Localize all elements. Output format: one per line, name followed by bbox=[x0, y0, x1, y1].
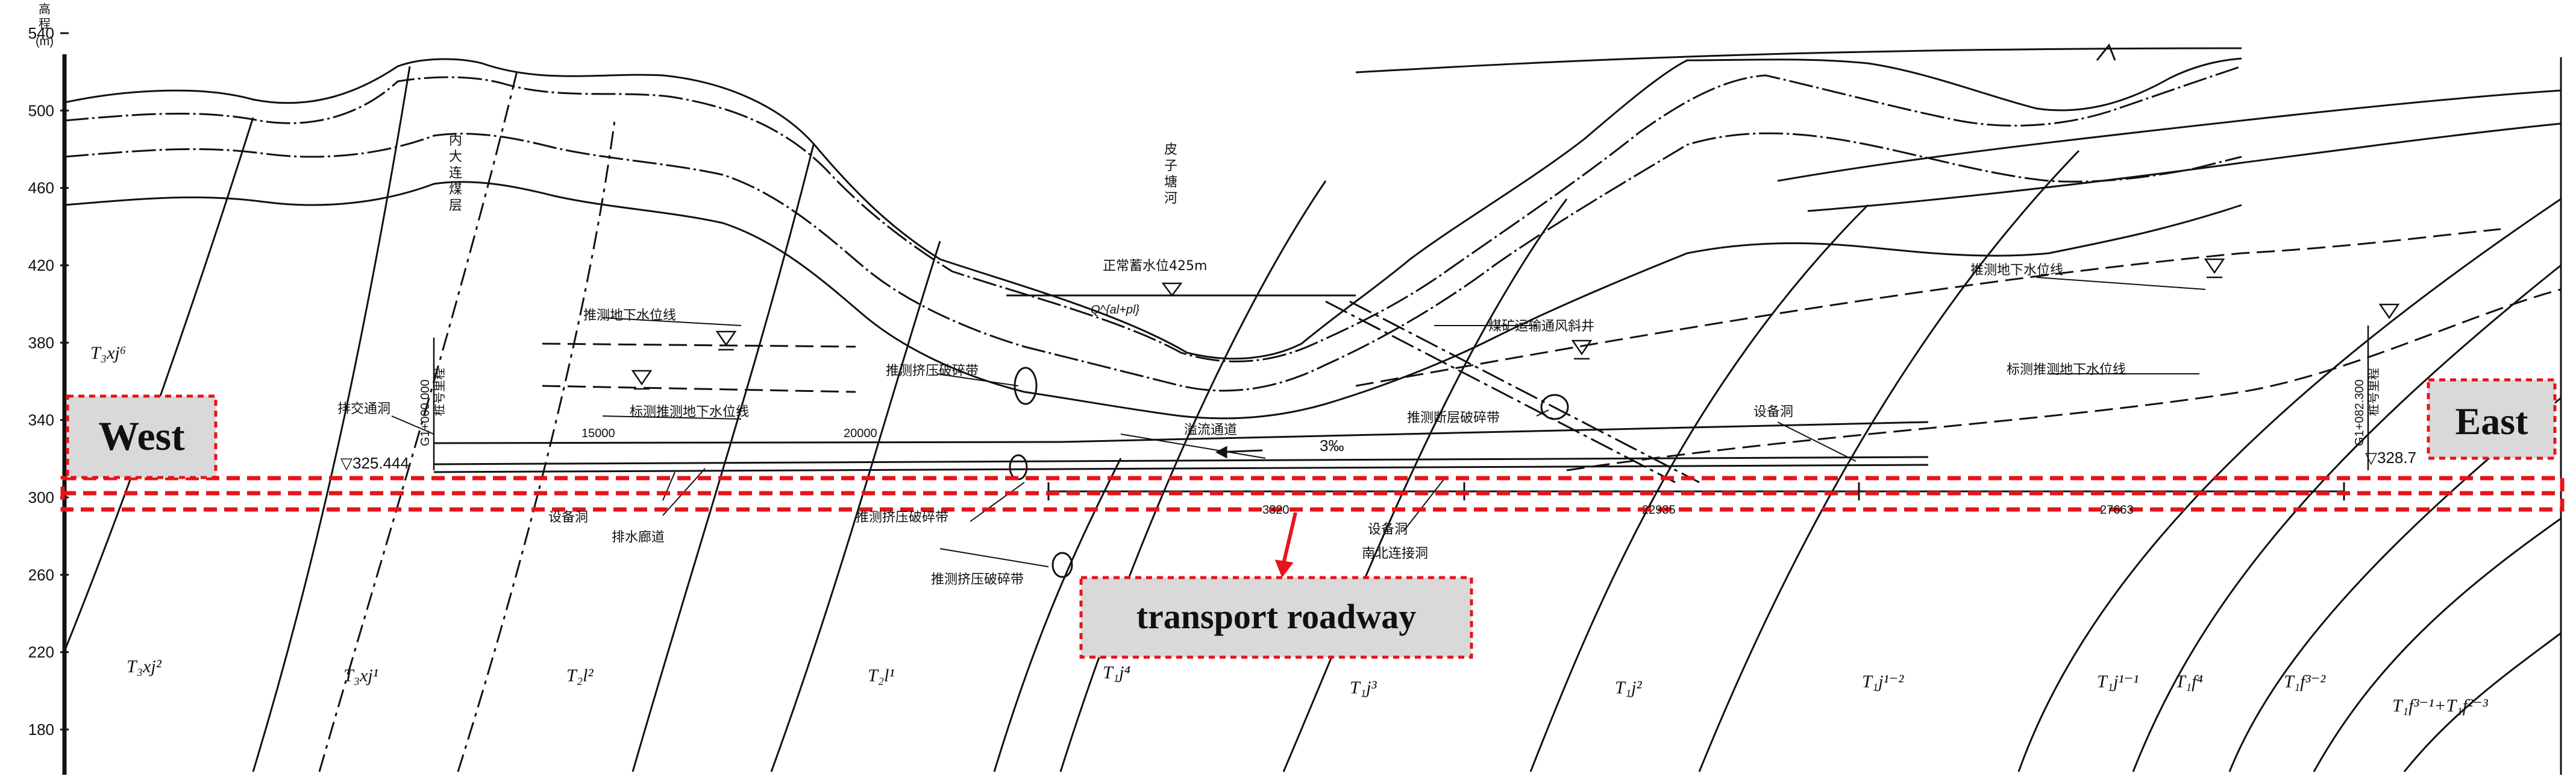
stratum-label: T₁f³⁻¹+T₁f²⁻³ bbox=[2392, 696, 2489, 716]
note-junction: 排交通洞 bbox=[337, 402, 390, 417]
weathering-line-3 bbox=[64, 181, 2242, 420]
axis-tick-label: 380 bbox=[28, 333, 54, 352]
axis-tick-label: 260 bbox=[28, 566, 54, 584]
elevation-left: ▽325.444 bbox=[340, 454, 409, 472]
stratum-label: T₃xj⁶ bbox=[90, 343, 126, 363]
span-label: 22935 bbox=[1642, 503, 1676, 517]
note-groundwater: 标测推测地下水位线 bbox=[630, 405, 749, 420]
seam-vertical-note: 煤 bbox=[449, 182, 462, 197]
quaternary-label: Q^{al+pl} bbox=[1091, 303, 1139, 317]
note-south-north: 南北连接洞 bbox=[1362, 546, 1428, 561]
axis-tick-label: 420 bbox=[28, 256, 54, 274]
note-groundwater: 标测推测地下水位线 bbox=[2007, 362, 2126, 377]
west-label: West bbox=[98, 413, 185, 459]
axis-tick-label: 220 bbox=[28, 643, 54, 661]
slope-label: 3‰ bbox=[1320, 437, 1344, 455]
roadway-arrow-shaft bbox=[1282, 512, 1297, 564]
axis-title-char-2: 程 bbox=[39, 17, 51, 31]
river-name-char: 塘 bbox=[1164, 175, 1177, 190]
stratum-label: T₂l¹ bbox=[868, 666, 894, 686]
stratum-label: T₂l² bbox=[566, 666, 594, 686]
seam-vertical-note: 内 bbox=[449, 133, 462, 148]
note-equipment: 设备洞 bbox=[548, 510, 588, 525]
note-overflow: 溢流通道 bbox=[1184, 423, 1237, 438]
note-fracture: 推测挤压破碎带 bbox=[931, 572, 1024, 587]
note-equipment: 设备洞 bbox=[1753, 405, 1793, 420]
west-label-box: West bbox=[66, 394, 218, 479]
east-label-box: East bbox=[2427, 378, 2557, 460]
axis-unit: (m) bbox=[36, 35, 54, 48]
axis-title-char-1: 高 bbox=[39, 2, 51, 16]
ground-surface-line bbox=[64, 57, 2242, 360]
stratum-label: T₁j¹⁻¹ bbox=[2097, 672, 2139, 692]
chainage-right: G1+082.300 bbox=[2353, 379, 2366, 446]
span-label: 20000 bbox=[844, 427, 877, 440]
seam-vertical-note: 层 bbox=[449, 198, 462, 213]
terrain-surface bbox=[64, 43, 2562, 775]
note-mine-shaft: 煤矿运输通风斜井 bbox=[1488, 319, 1594, 334]
seam-vertical-note: 大 bbox=[449, 150, 462, 165]
axis-tick-label: 540 bbox=[28, 24, 54, 42]
chainage-markers bbox=[433, 326, 2369, 470]
annotations: 推测地下水位线 标测推测地下水位线 推测地下水位线 标测推测地下水位线 推测挤压… bbox=[337, 133, 2416, 587]
stratum-label: T₁j⁴ bbox=[1103, 663, 1130, 683]
span-label: 27663 bbox=[2100, 503, 2134, 517]
note-equipment: 设备洞 bbox=[1368, 522, 1408, 537]
stratum-label: T₁j¹⁻² bbox=[1862, 672, 1904, 692]
transport-roadway-band bbox=[60, 476, 2565, 578]
transport-roadway-label: transport roadway bbox=[1136, 597, 1417, 636]
axis-tick-label: 180 bbox=[28, 721, 54, 739]
river-name-char: 河 bbox=[1164, 191, 1177, 206]
leader-lines bbox=[391, 277, 2206, 567]
elevation-right: ▽328.7 bbox=[2365, 449, 2416, 467]
note-fracture: 推测挤压破碎带 bbox=[856, 510, 948, 525]
chainage-note-left: 桩号里程 bbox=[433, 368, 447, 416]
chainage-note-right: 桩号里程 bbox=[2367, 368, 2381, 416]
roadway-arrow-head bbox=[1274, 560, 1294, 578]
stratum-label: T₁j² bbox=[1615, 678, 1642, 698]
tunnel bbox=[433, 421, 2345, 500]
note-groundwater: 推测地下水位线 bbox=[583, 308, 676, 323]
water-level-label: 正常蓄水位425m bbox=[1103, 259, 1207, 274]
axis-tick-label: 340 bbox=[28, 411, 54, 429]
elevation-axis: 高 程 (m) 540 500 460 420 380 340 300 260 220 180 bbox=[28, 2, 69, 775]
axis-tick-label: 460 bbox=[28, 179, 54, 197]
stratum-boundaries bbox=[63, 47, 2562, 772]
weathering-line-1 bbox=[64, 65, 2242, 362]
weathering-line-2 bbox=[64, 132, 2242, 392]
river-name-char: 子 bbox=[1164, 159, 1177, 174]
stratum-label: T₁j³ bbox=[1350, 678, 1377, 698]
stratum-label: T₁f³⁻² bbox=[2284, 672, 2326, 692]
axis-tick-label: 500 bbox=[28, 101, 54, 119]
seam-vertical-note: 连 bbox=[449, 166, 462, 181]
stratum-label: T₃xj¹ bbox=[343, 666, 378, 686]
note-groundwater: 推测地下水位线 bbox=[1970, 263, 2063, 278]
east-label: East bbox=[2455, 400, 2529, 443]
span-label: 3320 bbox=[1262, 503, 1290, 517]
stratum-label: T₃xj² bbox=[127, 657, 162, 676]
stratum-labels: T₃xj⁶ T₃xj² T₃xj¹ T₂l² T₂l¹ T₁j⁴ T₁j³ T₁… bbox=[90, 343, 2489, 716]
reservoir: 正常蓄水位425m Q^{al+pl} 皮 子 塘 河 bbox=[1006, 142, 1356, 317]
span-label: 15000 bbox=[581, 427, 615, 440]
river-name-vertical: 皮 子 塘 河 bbox=[1164, 142, 1177, 206]
chainage-left: G1+000.000 bbox=[419, 379, 432, 446]
stratum-label: T₁f⁴ bbox=[2175, 672, 2203, 692]
note-drain: 排水廊道 bbox=[612, 530, 665, 545]
river-name-char: 皮 bbox=[1164, 142, 1177, 157]
water-table-markers bbox=[631, 258, 2400, 390]
axis-tick-label: 300 bbox=[28, 488, 54, 506]
transport-roadway-callout: transport roadway bbox=[1079, 576, 1473, 659]
note-fracture: 推测断层破碎带 bbox=[1407, 411, 1500, 426]
note-fracture: 推测挤压破碎带 bbox=[886, 364, 979, 379]
groundwater-lines bbox=[542, 228, 2562, 471]
